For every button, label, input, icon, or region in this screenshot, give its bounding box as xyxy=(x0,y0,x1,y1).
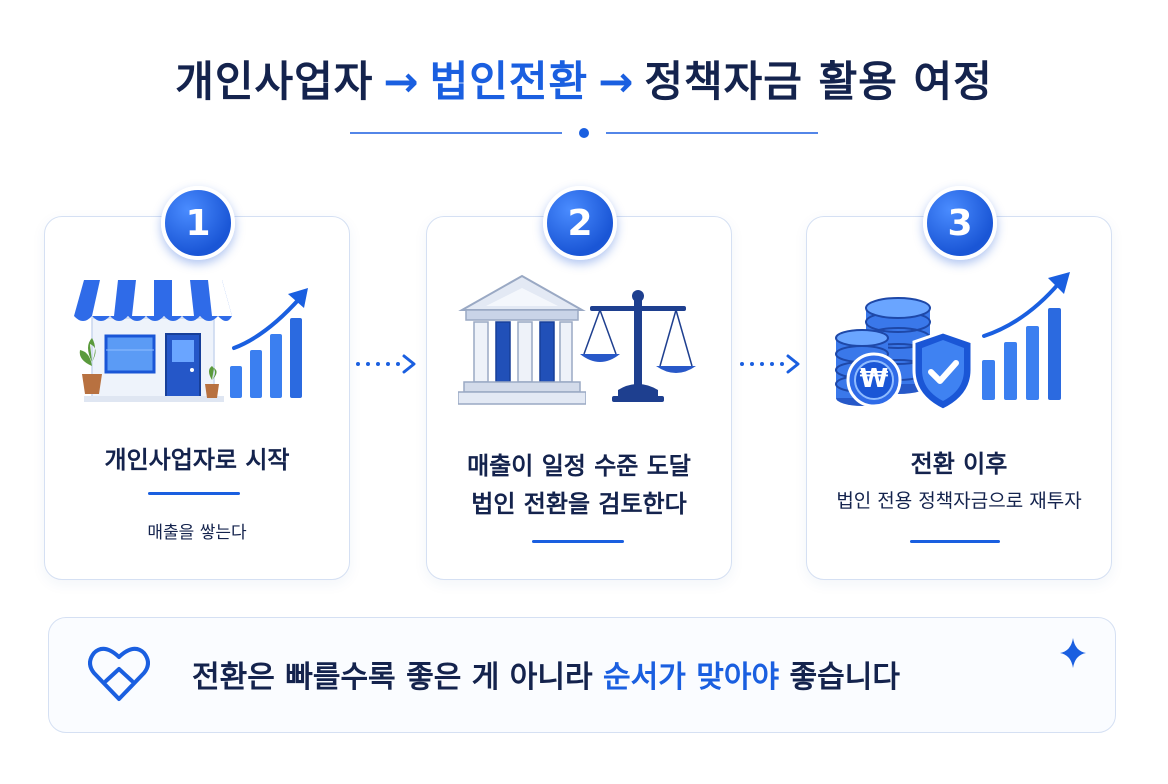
growth-chart-icon xyxy=(230,288,308,398)
shield-check-icon xyxy=(912,330,974,412)
sparkle-icon xyxy=(1060,638,1086,668)
banner-text-accent: 순서가 맞아야 xyxy=(603,660,780,695)
banner-text-end: 좋습니다 xyxy=(779,660,900,695)
bank-building-icon xyxy=(458,274,586,405)
flow-arrow-2 xyxy=(740,354,800,374)
store-icon xyxy=(74,280,232,402)
title-part1: 개인사업자 xyxy=(175,57,374,106)
banner-text-normal: 전환은 빠를수록 좋은 게 아니라 xyxy=(192,660,604,695)
won-symbol: ₩ xyxy=(859,364,889,394)
title-arrow-1: → xyxy=(383,57,420,106)
step-badge-3: 3 xyxy=(923,186,997,260)
step-3-subtitle: 법인 전용 정책자금으로 재투자 xyxy=(836,490,1082,512)
step-1-subtitle: 매출을 쌓는다 xyxy=(147,523,247,543)
step-3-underline xyxy=(910,540,1000,543)
step-2-title-line2: 법인 전환을 검토한다 xyxy=(471,490,687,518)
step-1-title: 개인사업자로 시작 xyxy=(104,446,290,474)
summary-banner xyxy=(48,617,1116,733)
title-divider xyxy=(350,128,818,138)
title-part2: 법인전환 xyxy=(429,57,589,106)
title-arrow-2: → xyxy=(598,57,635,106)
step-badge-1: 1 xyxy=(161,186,235,260)
balance-scale-icon xyxy=(580,290,696,402)
banner-text: 전환은 빠를수록 좋은 게 아니라 순서가 맞아야 좋습니다 xyxy=(192,652,1072,696)
page-title: 개인사업자→법인전환→정책자금 활용 여정 xyxy=(0,48,1168,109)
step-1-underline xyxy=(148,492,240,495)
step-badge-2: 2 xyxy=(543,186,617,260)
step-3-title: 전환 이후 xyxy=(910,450,1008,478)
title-part3: 정책자금 활용 여정 xyxy=(644,57,993,106)
step-2-title-line1: 매출이 일정 수준 도달 xyxy=(467,452,691,480)
flow-arrow-1 xyxy=(356,354,416,374)
step-2-underline xyxy=(532,540,624,543)
growth-chart-icon-2 xyxy=(982,272,1070,400)
heart-icon xyxy=(88,646,150,701)
